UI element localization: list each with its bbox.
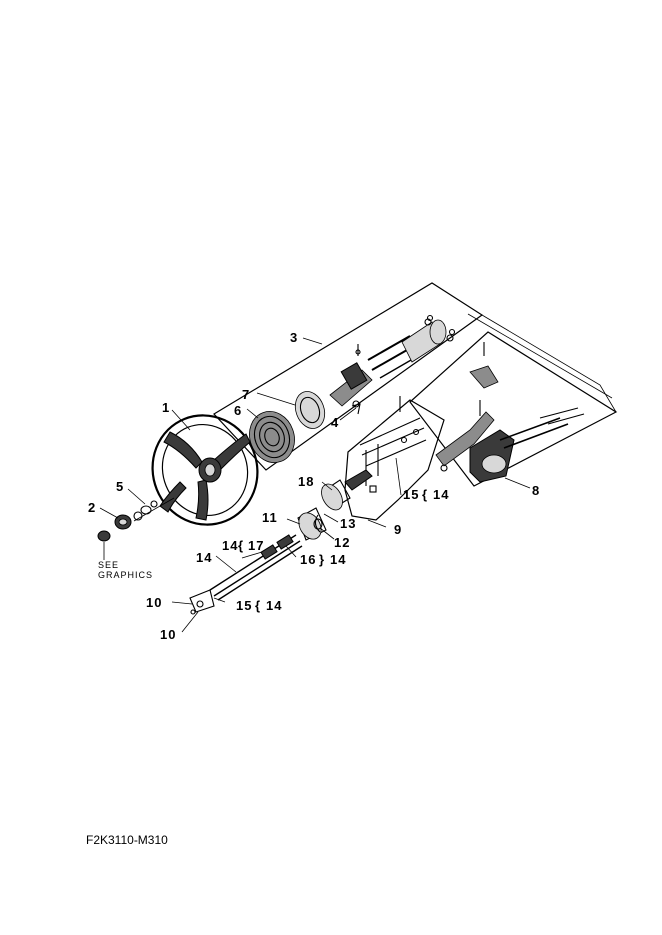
callout-11: 11	[262, 510, 278, 525]
box-link-line	[481, 314, 617, 413]
callout-14-after-16: 14	[330, 552, 346, 567]
callout-6: 6	[234, 403, 242, 418]
ring-7	[294, 391, 326, 429]
brace-glyph: {	[255, 598, 261, 613]
group-box-8	[409, 331, 618, 487]
callout-14-mid: 14	[196, 550, 212, 565]
callout-14-after-15-lower: 14	[266, 598, 282, 613]
graphics-note: GRAPHICS	[98, 570, 153, 580]
nut-2	[97, 514, 132, 542]
callout-2: 2	[88, 500, 96, 515]
leader-lines	[99, 337, 531, 633]
callout-14-after-15-upper: 14	[433, 487, 449, 502]
boot-assembly	[297, 469, 373, 541]
assembly-8	[435, 342, 585, 483]
callout-15-upper: 15	[403, 487, 419, 502]
callout-12: 12	[334, 535, 350, 550]
bracket-outline-9	[344, 399, 445, 521]
callout-8: 8	[532, 483, 540, 498]
callout-7: 7	[242, 387, 250, 402]
steering-wheel	[151, 414, 259, 526]
box-link-line-2	[467, 313, 613, 399]
small-parts-5	[133, 497, 175, 522]
brace-glyph: }	[319, 552, 325, 567]
callout-9: 9	[394, 522, 402, 537]
callout-15-lower: 15	[236, 598, 252, 613]
column-housing	[329, 314, 456, 415]
callout-16: 16	[300, 552, 316, 567]
brace-glyph: {	[238, 538, 244, 553]
steering-cover-6	[249, 411, 295, 463]
bracket-internals-9	[359, 396, 427, 493]
callout-10-upper: 10	[146, 595, 162, 610]
callout-14-left: 14	[222, 538, 238, 553]
callout-13: 13	[340, 516, 356, 531]
callout-4: 4	[331, 415, 339, 430]
callout-17: 17	[248, 538, 264, 553]
callout-3: 3	[290, 330, 298, 345]
cable-assembly	[189, 534, 303, 615]
brace-glyph: {	[422, 487, 428, 502]
figure-code: F2K3110-M310	[86, 833, 168, 847]
callout-10-lower: 10	[160, 627, 176, 642]
callout-18: 18	[298, 474, 314, 489]
callout-1: 1	[162, 400, 170, 415]
callout-5: 5	[116, 479, 124, 494]
see-note: SEE	[98, 560, 119, 570]
